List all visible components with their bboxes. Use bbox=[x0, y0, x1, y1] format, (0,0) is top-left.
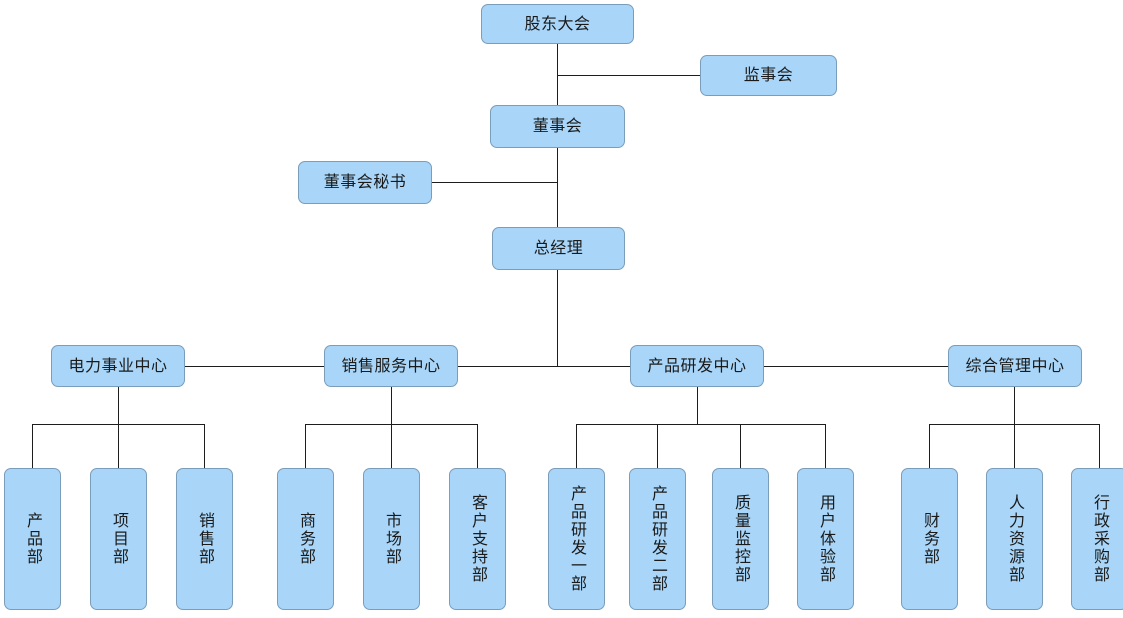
edge-board-to-general-manager bbox=[557, 148, 558, 227]
node-product-rd-center-label: 产品研发中心 bbox=[647, 355, 747, 375]
node-project-dept-label: 项目部 bbox=[109, 512, 129, 566]
node-general-manager-label: 总经理 bbox=[533, 238, 584, 258]
node-business-dept-label: 商务部 bbox=[296, 512, 316, 566]
edge-center3-child4 bbox=[825, 424, 826, 468]
edge-center1-child1 bbox=[32, 424, 33, 468]
edge-center3-bus bbox=[576, 424, 826, 425]
node-finance-dept[interactable]: 财务部 bbox=[901, 468, 958, 610]
node-general-management-center-label: 综合管理中心 bbox=[965, 355, 1065, 375]
edge-center4-down bbox=[1014, 387, 1015, 425]
node-market-dept-label: 市场部 bbox=[382, 512, 402, 566]
edge-center4-child1 bbox=[929, 424, 930, 468]
edge-center4-child3 bbox=[1099, 424, 1100, 468]
node-admin-procurement-dept-label: 行政采购部 bbox=[1090, 494, 1110, 584]
node-business-dept[interactable]: 商务部 bbox=[277, 468, 334, 610]
node-sales-dept-label: 销售部 bbox=[195, 512, 215, 566]
edge-spine-to-board-secretary bbox=[432, 182, 558, 183]
node-product-rd-dept-1[interactable]: 产品研发一部 bbox=[548, 468, 605, 610]
edge-center1-child2 bbox=[118, 424, 119, 468]
node-board-secretary[interactable]: 董事会秘书 bbox=[298, 161, 432, 204]
node-product-rd-dept-1-label: 产品研发一部 bbox=[567, 485, 587, 593]
node-sales-service-center-label: 销售服务中心 bbox=[341, 355, 441, 375]
node-finance-dept-label: 财务部 bbox=[920, 512, 940, 566]
edge-center1-down bbox=[118, 387, 119, 425]
edge-center3-child2 bbox=[657, 424, 658, 468]
edge-general-manager-to-centers bbox=[557, 270, 558, 367]
node-hr-dept-label: 人力资源部 bbox=[1005, 494, 1025, 584]
edge-centers-bus bbox=[118, 366, 1014, 367]
edge-center3-down bbox=[697, 387, 698, 425]
node-user-experience-dept-label: 用户体验部 bbox=[816, 494, 836, 584]
node-sales-dept[interactable]: 销售部 bbox=[176, 468, 233, 610]
node-customer-support-dept-label: 客户支持部 bbox=[468, 494, 488, 584]
edge-center3-child3 bbox=[740, 424, 741, 468]
node-product-rd-center[interactable]: 产品研发中心 bbox=[630, 345, 764, 387]
edge-center2-child3 bbox=[477, 424, 478, 468]
edge-spine-to-supervisory-board bbox=[557, 75, 701, 76]
node-project-dept[interactable]: 项目部 bbox=[90, 468, 147, 610]
edge-center4-child2 bbox=[1014, 424, 1015, 468]
edge-center1-child3 bbox=[204, 424, 205, 468]
node-supervisory-board[interactable]: 监事会 bbox=[700, 55, 837, 96]
node-hr-dept[interactable]: 人力资源部 bbox=[986, 468, 1043, 610]
node-user-experience-dept[interactable]: 用户体验部 bbox=[797, 468, 854, 610]
node-shareholders-meeting[interactable]: 股东大会 bbox=[481, 4, 634, 44]
node-sales-service-center[interactable]: 销售服务中心 bbox=[324, 345, 458, 387]
node-general-manager[interactable]: 总经理 bbox=[492, 227, 625, 270]
node-board-of-directors-label: 董事会 bbox=[532, 116, 583, 136]
node-customer-support-dept[interactable]: 客户支持部 bbox=[449, 468, 506, 610]
node-product-dept-label: 产品部 bbox=[23, 512, 43, 566]
node-admin-procurement-dept[interactable]: 行政采购部 bbox=[1071, 468, 1123, 610]
edge-center3-child1 bbox=[576, 424, 577, 468]
node-power-business-center[interactable]: 电力事业中心 bbox=[51, 345, 185, 387]
edge-center2-down bbox=[391, 387, 392, 425]
node-power-business-center-label: 电力事业中心 bbox=[68, 355, 168, 375]
node-shareholders-meeting-label: 股东大会 bbox=[524, 13, 591, 33]
edge-center2-child1 bbox=[305, 424, 306, 468]
node-quality-monitor-dept[interactable]: 质量监控部 bbox=[712, 468, 769, 610]
node-market-dept[interactable]: 市场部 bbox=[363, 468, 420, 610]
node-product-rd-dept-2[interactable]: 产品研发二部 bbox=[629, 468, 686, 610]
node-quality-monitor-dept-label: 质量监控部 bbox=[731, 494, 751, 584]
node-board-of-directors[interactable]: 董事会 bbox=[490, 105, 625, 148]
node-board-secretary-label: 董事会秘书 bbox=[323, 172, 407, 192]
node-general-management-center[interactable]: 综合管理中心 bbox=[948, 345, 1082, 387]
node-product-rd-dept-2-label: 产品研发二部 bbox=[648, 485, 668, 593]
edge-center2-child2 bbox=[391, 424, 392, 468]
node-supervisory-board-label: 监事会 bbox=[743, 65, 794, 85]
node-product-dept[interactable]: 产品部 bbox=[4, 468, 61, 610]
